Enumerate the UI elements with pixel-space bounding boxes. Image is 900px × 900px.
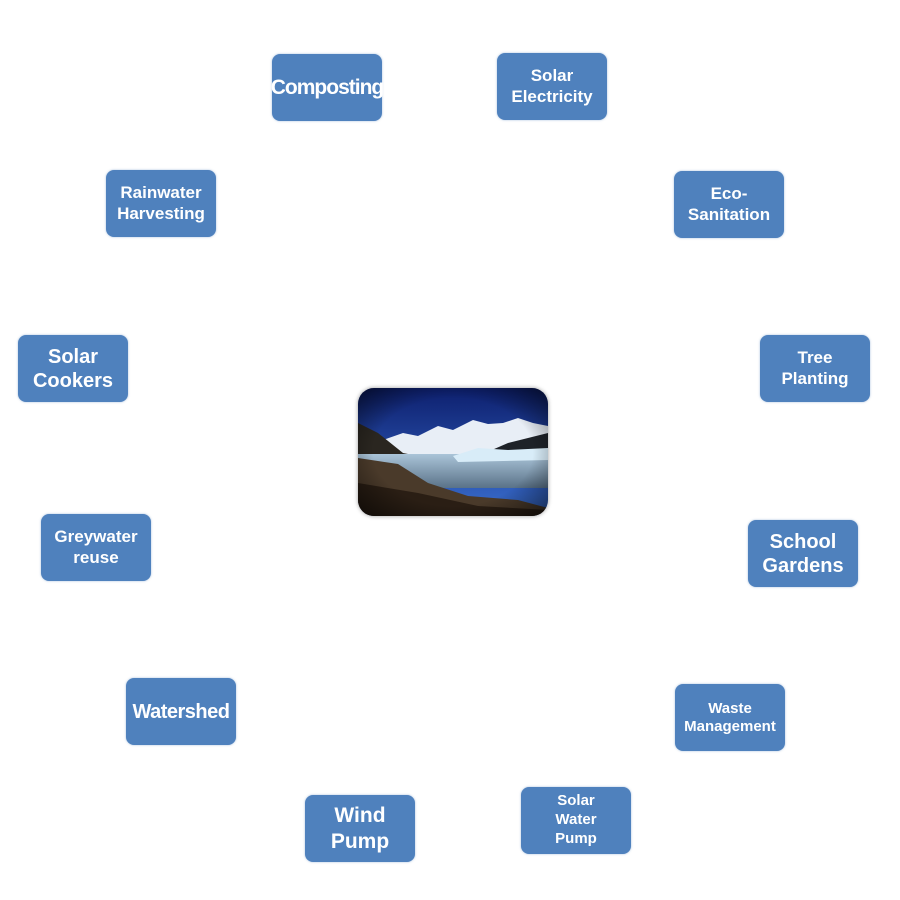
node-greywater-reuse: Greywater reuse xyxy=(41,514,151,581)
node-label: Watershed xyxy=(132,700,230,723)
node-solar-electricity: Solar Electricity xyxy=(497,53,607,120)
center-photo-glacier xyxy=(358,388,548,516)
node-eco-sanitation: Eco- Sanitation xyxy=(674,171,784,238)
node-school-gardens: School Gardens xyxy=(748,520,858,587)
node-tree-planting: Tree Planting xyxy=(760,335,870,402)
node-label: Solar Electricity xyxy=(511,66,593,106)
node-label: Composting xyxy=(270,75,384,99)
node-label: Tree Planting xyxy=(781,348,849,388)
node-label: Solar Cookers xyxy=(32,345,114,392)
node-label: Eco- Sanitation xyxy=(687,184,771,224)
node-wind-pump: Wind Pump xyxy=(305,795,415,862)
node-composting: Composting xyxy=(270,54,384,121)
node-label: Solar Water Pump xyxy=(555,792,597,847)
node-label: Rainwater Harvesting xyxy=(117,183,205,223)
node-rainwater-harvesting: Rainwater Harvesting xyxy=(106,170,216,237)
node-solar-water-pump: Solar Water Pump xyxy=(521,787,631,854)
node-watershed: Watershed xyxy=(126,678,236,745)
node-label: School Gardens xyxy=(762,530,844,577)
node-waste-management: Waste Management xyxy=(675,684,785,751)
node-label: Waste Management xyxy=(684,699,776,735)
node-solar-cookers: Solar Cookers xyxy=(18,335,128,402)
node-label: Wind Pump xyxy=(330,804,390,853)
node-label: Greywater reuse xyxy=(54,527,138,567)
